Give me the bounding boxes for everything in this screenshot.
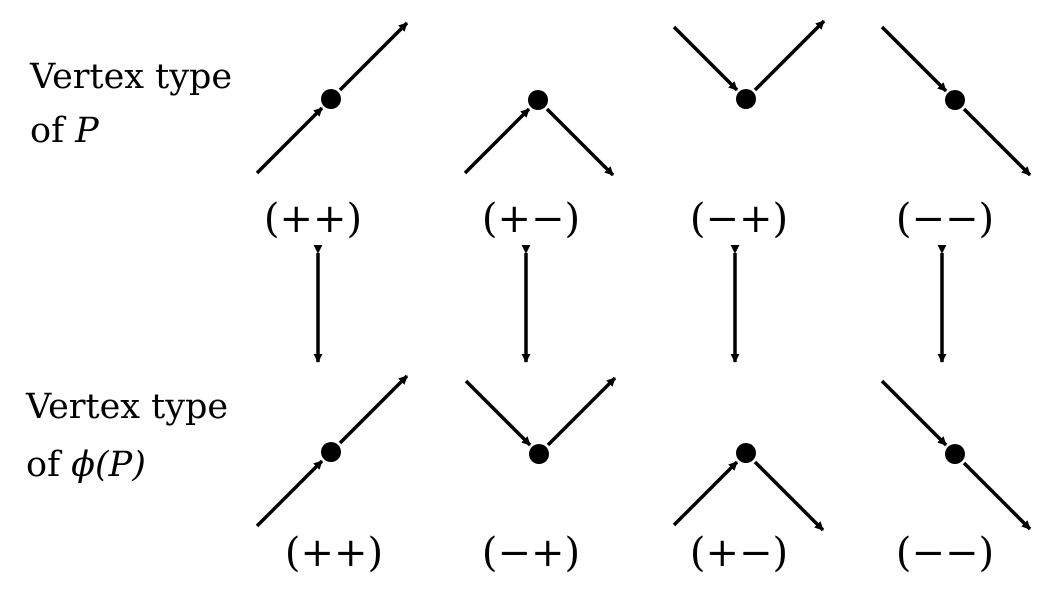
- vertex-label-bottom-3: (+−): [690, 530, 788, 576]
- vertex-label-top-3: (−+): [690, 196, 788, 242]
- top-row-label: Vertex type of P: [29, 57, 232, 151]
- vertex-glyph-top-2: [463, 90, 615, 177]
- vertex-glyph-bottom-2: [464, 376, 617, 464]
- bottom-row-label-math: ϕ(P): [71, 445, 146, 485]
- top-row-label-line2: of P: [30, 111, 100, 151]
- bottom-row-label-line1: Vertex type: [25, 387, 228, 427]
- vertex-label-top-2: (+−): [482, 196, 580, 242]
- top-row-label-prefix: of: [30, 111, 75, 151]
- vertex-glyph-bottom-1: [255, 374, 409, 528]
- vertex-label-bottom-2: (−+): [482, 530, 580, 576]
- vertex-label-top-1: (++): [264, 196, 362, 242]
- bottom-row-label-prefix: of: [26, 445, 71, 485]
- top-row-label-math: P: [74, 111, 100, 151]
- vertex-label-bottom-4: (−−): [896, 530, 994, 576]
- vertex-glyph-bottom-3: [672, 443, 825, 532]
- bottom-row-label-line2: of ϕ(P): [26, 445, 146, 485]
- vertex-label-bottom-1: (++): [285, 530, 383, 576]
- top-row-label-line1: Vertex type: [29, 57, 232, 97]
- vertex-glyph-top-4: [880, 25, 1032, 177]
- vertex-label-top-4: (−−): [896, 196, 994, 242]
- vertex-glyph-bottom-4: [880, 379, 1032, 531]
- bottom-row-label: Vertex type of ϕ(P): [25, 387, 228, 485]
- vertex-glyph-top-1: [255, 21, 409, 175]
- vertex-glyph-top-3: [672, 19, 826, 109]
